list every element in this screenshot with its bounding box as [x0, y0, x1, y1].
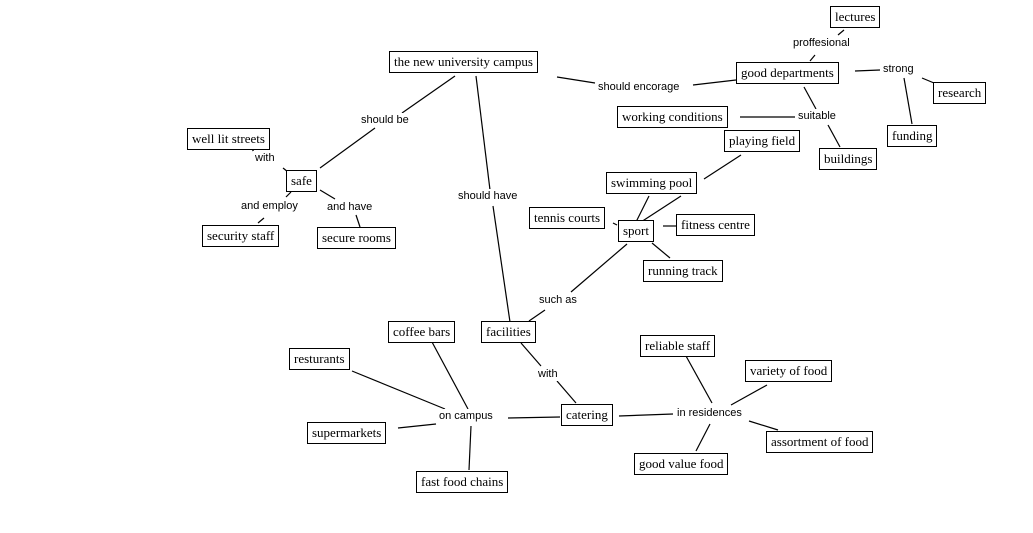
concept-supermarkets[interactable]: supermarkets	[307, 422, 387, 444]
connector-line	[556, 76, 596, 84]
connector-line	[730, 384, 768, 406]
connector-line	[612, 222, 618, 226]
connector-line	[520, 342, 542, 367]
connector-line	[903, 77, 913, 125]
connector-line	[319, 127, 376, 169]
concept-catering[interactable]: catering	[561, 404, 613, 426]
connector-line	[837, 29, 845, 36]
concept-good-departments[interactable]: good departments	[736, 62, 839, 84]
connector-line	[921, 77, 935, 84]
concept-running-track[interactable]: running track	[643, 260, 723, 282]
connector-line	[635, 195, 650, 223]
connector-line	[695, 423, 711, 452]
connector-line	[475, 75, 491, 191]
link-in-residences[interactable]: in residences	[675, 406, 744, 420]
connector-line	[319, 189, 336, 200]
concept-swimming-pool[interactable]: swimming pool	[606, 172, 698, 194]
connector-line	[685, 355, 713, 404]
connector-line	[827, 124, 841, 148]
concept-safe[interactable]: safe	[286, 170, 317, 192]
link-such-as[interactable]: such as	[537, 293, 579, 307]
link-should-be[interactable]: should be	[359, 113, 411, 127]
connector-line	[556, 380, 577, 404]
concept-tennis-courts[interactable]: tennis courts	[529, 207, 606, 229]
link-strong[interactable]: strong	[881, 62, 916, 76]
connector-line	[618, 413, 674, 417]
concept-research[interactable]: research	[933, 82, 987, 104]
concept-good-value-food[interactable]: good value food	[634, 453, 729, 475]
connector-line	[651, 242, 671, 259]
connector-line	[351, 370, 446, 410]
link-with[interactable]: with	[253, 151, 277, 165]
concept-funding[interactable]: funding	[887, 125, 938, 147]
concept-secure-rooms[interactable]: secure rooms	[317, 227, 396, 249]
concept-coffee-bars[interactable]: coffee bars	[388, 321, 456, 343]
concept-fast-food-chains[interactable]: fast food chains	[416, 471, 509, 493]
link-should-have[interactable]: should have	[456, 189, 520, 203]
connector-line	[355, 214, 361, 228]
concept-buildings[interactable]: buildings	[819, 148, 878, 170]
concept-assortment-of-food[interactable]: assortment of food	[766, 431, 874, 453]
concept-well-lit-streets[interactable]: well lit streets	[187, 128, 270, 150]
link-suitable[interactable]: suitable	[796, 109, 838, 123]
concept-sport[interactable]: sport	[618, 220, 654, 242]
connector-line	[854, 69, 881, 72]
connector-line	[507, 416, 561, 419]
concept-reliable-staff[interactable]: reliable staff	[640, 335, 716, 357]
concept-lectures[interactable]: lectures	[830, 6, 881, 28]
connector-line	[285, 191, 292, 198]
concept-security-staff[interactable]: security staff	[202, 225, 280, 247]
concept-resturants[interactable]: resturants	[289, 348, 350, 370]
connector-line	[570, 243, 628, 293]
link-proffesional[interactable]: proffesional	[791, 36, 852, 50]
concept-fitness-centre[interactable]: fitness centre	[676, 214, 755, 236]
concept-working-conditions[interactable]: working conditions	[617, 106, 728, 128]
connector-line	[468, 425, 472, 471]
connector-line	[809, 54, 816, 62]
connector-line	[803, 86, 817, 110]
concept-playing-field[interactable]: playing field	[724, 130, 801, 152]
link-and-employ[interactable]: and employ	[239, 199, 300, 213]
connector-line	[397, 423, 437, 429]
connector-line	[257, 217, 265, 224]
connector-line	[431, 341, 469, 410]
connector-line	[492, 205, 511, 323]
connector-line	[528, 309, 546, 322]
link-should-encorage[interactable]: should encorage	[596, 80, 682, 94]
concept-variety-of-food[interactable]: variety of food	[745, 360, 833, 382]
connector-line	[703, 154, 742, 180]
connector-line	[640, 195, 682, 223]
connector-line	[748, 420, 779, 431]
connector-line	[692, 79, 737, 86]
link-with-catering[interactable]: with	[536, 367, 560, 381]
link-and-have[interactable]: and have	[325, 200, 375, 214]
link-on-campus[interactable]: on campus	[437, 409, 495, 423]
concept-facilities[interactable]: facilities	[481, 321, 536, 343]
concept-campus[interactable]: the new university campus	[389, 51, 538, 73]
connector-line	[401, 75, 456, 114]
